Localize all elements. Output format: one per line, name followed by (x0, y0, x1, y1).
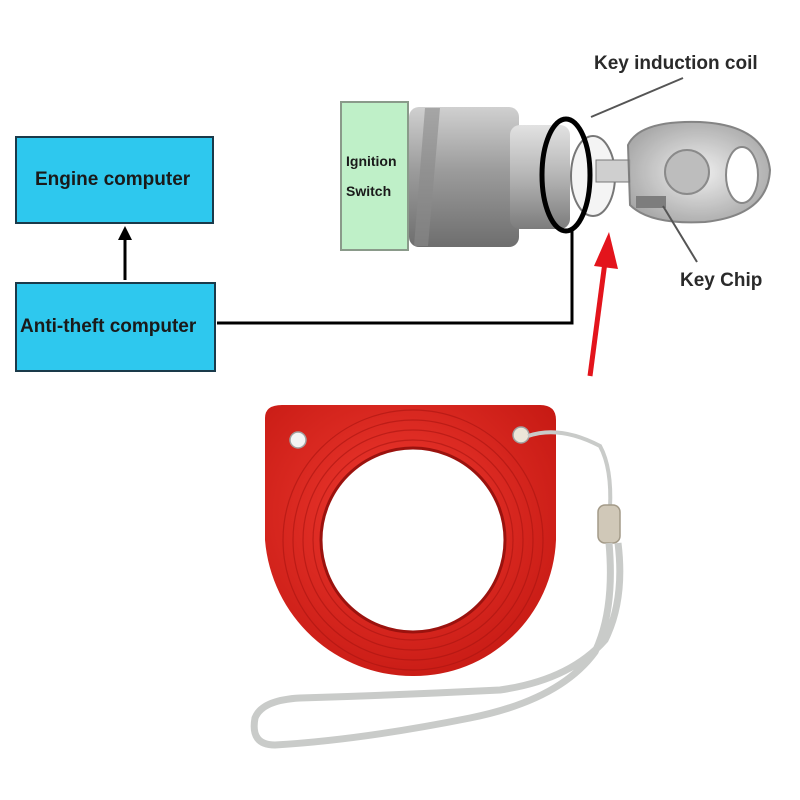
antitheft-computer-box: Anti-theft computer (15, 282, 216, 372)
engine-computer-label: Engine computer (35, 169, 191, 190)
ignition-cylinder (409, 107, 631, 247)
key-icon (626, 120, 772, 224)
antitheft-computer-label: Anti-theft computer (20, 316, 197, 337)
ignition-label-line2: Switch (346, 183, 392, 199)
coil-callout-line (590, 77, 684, 118)
chip-callout-line (662, 205, 698, 263)
engine-computer-box: Engine computer (15, 136, 214, 224)
signal-wire (217, 230, 574, 325)
induction-coil-ring (539, 116, 593, 234)
red-arrow-icon (587, 232, 618, 377)
key-induction-coil-label: Key induction coil (594, 53, 758, 74)
lanyard (250, 430, 624, 749)
key-chip-label: Key Chip (680, 270, 763, 291)
ignition-switch-box: Ignition Switch (340, 101, 409, 251)
ignition-label-line1: Ignition (346, 153, 397, 169)
arrow-up-icon (118, 226, 132, 280)
coil-product-photo (265, 405, 556, 677)
